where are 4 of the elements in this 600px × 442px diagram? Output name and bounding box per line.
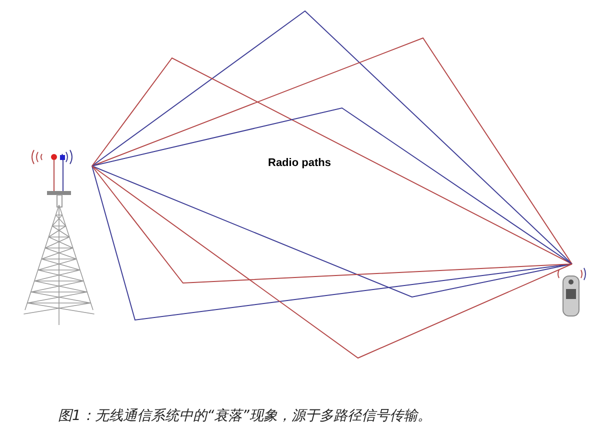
diagram-label: Radio paths xyxy=(268,157,331,169)
radio-path-line xyxy=(92,166,572,359)
figure-caption: 图1：无线通信系统中的“衰落”现象，源于多路径信号传输。 xyxy=(58,407,432,425)
radio-path-line xyxy=(92,107,572,264)
